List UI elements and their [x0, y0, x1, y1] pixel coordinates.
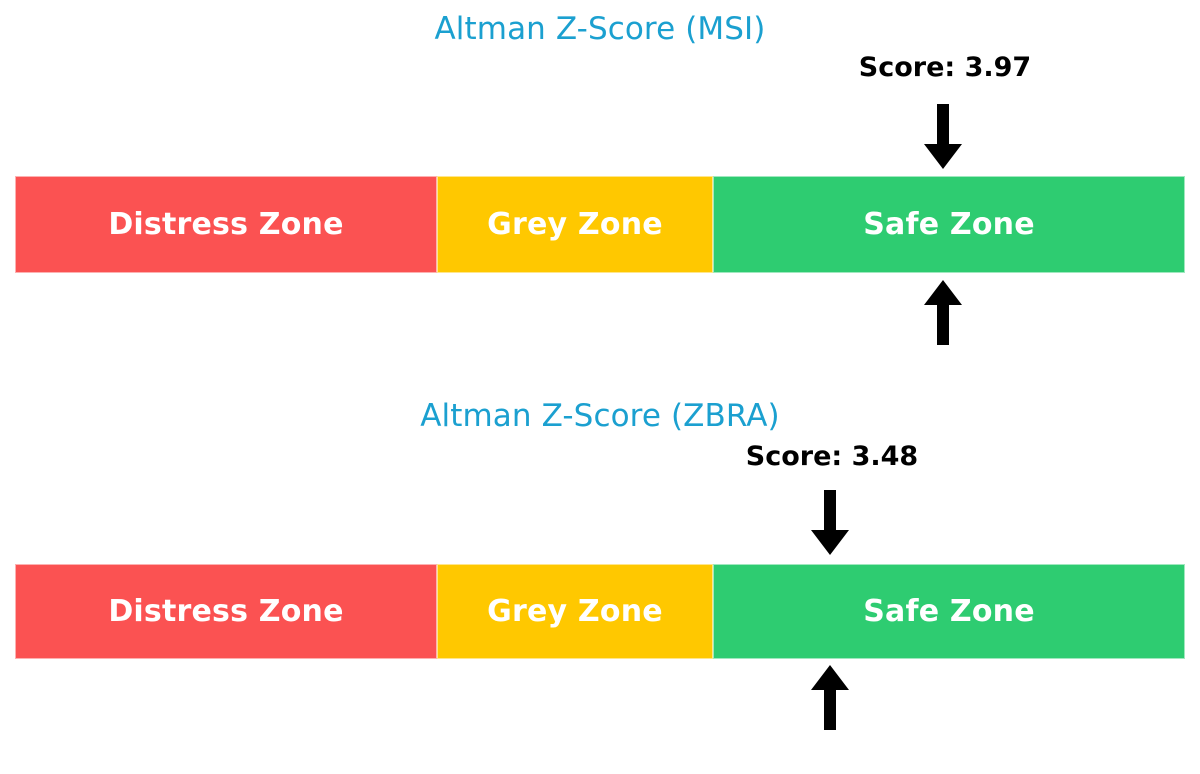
zone-segment-safe-zbra: Safe Zone — [713, 564, 1185, 659]
score-annotation-msi: Score: 3.97 — [858, 52, 1032, 83]
zone-segment-grey-zbra: Grey Zone — [437, 564, 713, 659]
zone-segment-distress-zbra: Distress Zone — [15, 564, 437, 659]
chart-title-zbra: Altman Z-Score (ZBRA) — [420, 398, 780, 434]
zone-segment-distress-msi: Distress Zone — [15, 176, 437, 273]
zone-label-grey-msi: Grey Zone — [487, 207, 663, 242]
score-annotation-zbra: Score: 3.48 — [745, 441, 919, 472]
zone-segment-safe-msi: Safe Zone — [713, 176, 1185, 273]
score-marker-up-arrow-zbra — [811, 665, 849, 730]
zone-label-safe-msi: Safe Zone — [863, 207, 1035, 242]
zone-bar-msi: Distress Zone Grey Zone Safe Zone — [15, 176, 1185, 273]
zone-bar-zbra: Distress Zone Grey Zone Safe Zone — [15, 564, 1185, 659]
score-marker-down-arrow-msi — [924, 104, 962, 169]
score-marker-up-arrow-msi — [924, 280, 962, 345]
zone-label-grey-zbra: Grey Zone — [487, 594, 663, 629]
chart-title-msi: Altman Z-Score (MSI) — [434, 11, 766, 47]
zone-label-distress-zbra: Distress Zone — [108, 594, 344, 629]
zone-label-safe-zbra: Safe Zone — [863, 594, 1035, 629]
zone-segment-grey-msi: Grey Zone — [437, 176, 713, 273]
chart-panel-msi: Altman Z-Score (MSI) Score: 3.97 Distres… — [15, 11, 1185, 345]
score-marker-down-arrow-zbra — [811, 490, 849, 555]
zone-label-distress-msi: Distress Zone — [108, 207, 344, 242]
